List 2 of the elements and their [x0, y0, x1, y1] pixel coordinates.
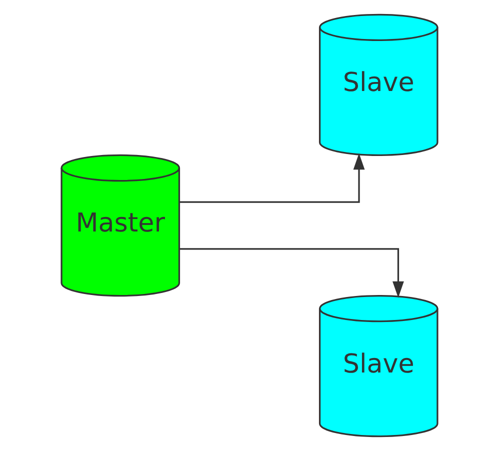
arrow — [179, 153, 365, 203]
arrow — [179, 248, 404, 298]
